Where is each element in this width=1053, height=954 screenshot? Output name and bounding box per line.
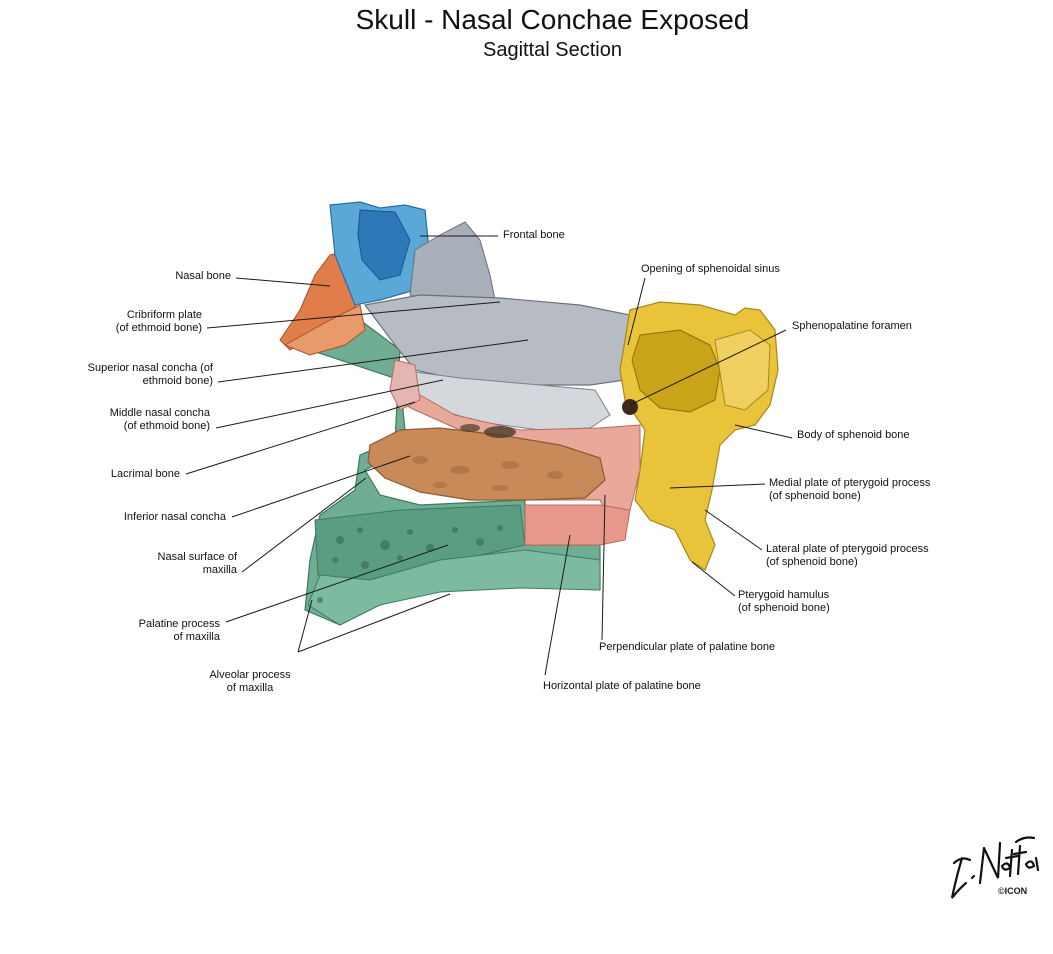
frontal-sinus <box>357 209 411 281</box>
lacrimal-region <box>389 359 421 411</box>
label-perpendicular-plate: Perpendicular plate of palatine bone <box>599 641 776 653</box>
sphenoidal-sinus <box>631 329 721 413</box>
label-body-sphenoid: Body of sphenoid bone <box>797 429 910 441</box>
label-sphenopalatine-foramen: Sphenopalatine foramen <box>792 320 912 332</box>
label-middle-concha: Middle nasal concha(of ethmoid bone) <box>109 407 210 432</box>
label-frontal-bone: Frontal bone <box>503 229 565 241</box>
label-inferior-concha: Inferior nasal concha <box>123 511 226 523</box>
leader-lines <box>185 235 793 676</box>
horizontal-plate-region <box>524 504 631 546</box>
label-lacrimal-bone: Lacrimal bone <box>110 468 180 480</box>
sphenopalatine-foramen-mark <box>622 399 638 415</box>
label-opening-sphenoidal-sinus: Opening of sphenoidal sinus <box>641 263 780 275</box>
copyright-mark: ©ICON <box>998 886 1028 896</box>
label-horizontal-plate: Horizontal plate of palatine bone <box>543 680 701 692</box>
page-title: Skull - Nasal Conchae Exposed <box>355 4 750 35</box>
label-nasal-bone: Nasal bone <box>175 270 231 282</box>
inferior-concha-region <box>367 427 606 501</box>
page-subtitle: Sagittal Section <box>483 39 622 61</box>
label-cribriform-plate: Cribriform plate(of ethmoid bone) <box>115 309 202 334</box>
bone-texture <box>317 525 503 603</box>
label-lateral-plate: Lateral plate of pterygoid process(of sp… <box>766 543 929 568</box>
netter-signature <box>950 836 1040 899</box>
concha-texture <box>412 456 563 491</box>
label-pterygoid-hamulus: Pterygoid hamulus(of sphenoid bone) <box>738 589 830 614</box>
label-medial-plate: Medial plate of pterygoid process(of sph… <box>769 477 931 502</box>
